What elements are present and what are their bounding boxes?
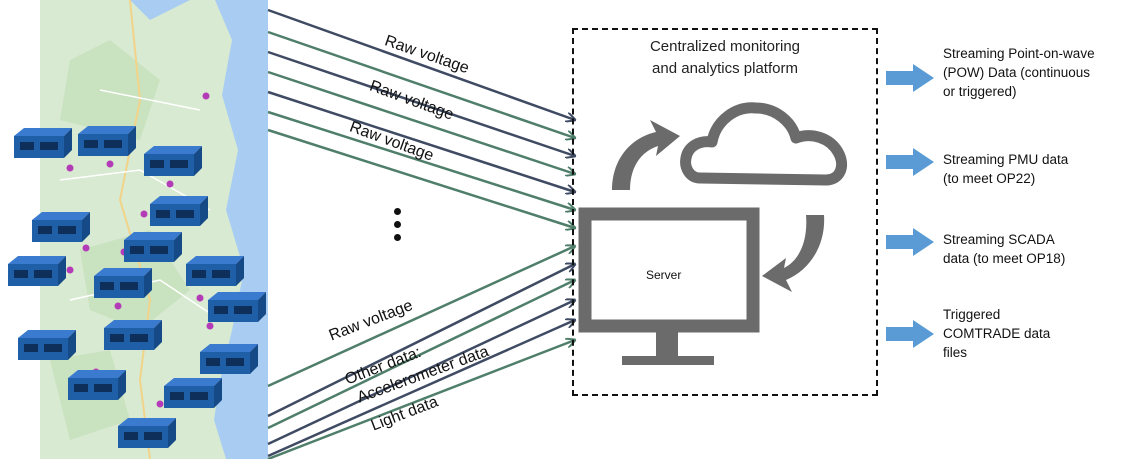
output-scada-line: Streaming SCADA bbox=[943, 232, 1055, 247]
sensor-device-icon bbox=[18, 330, 76, 360]
map-pin-icon bbox=[82, 244, 90, 252]
output-arrows bbox=[886, 64, 934, 348]
platform-boundary bbox=[572, 28, 878, 396]
map-pin-icon bbox=[66, 164, 74, 172]
output-pmu-line: (to meet OP22) bbox=[943, 171, 1036, 186]
sensor-device-icon bbox=[68, 370, 126, 400]
input-arrow bbox=[267, 246, 575, 388]
platform-title-line2: and analytics platform bbox=[652, 60, 798, 77]
output-arrow bbox=[886, 320, 934, 348]
output-comtrade-line: files bbox=[943, 345, 968, 360]
map-pin-icon bbox=[156, 400, 164, 408]
output-arrow bbox=[886, 228, 934, 256]
sensor-device-icon bbox=[104, 320, 162, 350]
input-arrow bbox=[267, 30, 575, 138]
map-pin-icon bbox=[202, 92, 210, 100]
input-arrow bbox=[267, 90, 575, 192]
map-pin-icon bbox=[66, 266, 74, 274]
map-pin-icon bbox=[196, 294, 204, 302]
output-comtrade-line: Triggered bbox=[943, 307, 1001, 322]
sensor-device-icon bbox=[14, 128, 72, 158]
output-scada-label: Streaming SCADA data (to meet OP18) bbox=[943, 230, 1065, 268]
input-arrow bbox=[267, 8, 575, 120]
input-arrow bbox=[267, 264, 575, 418]
input-arrow bbox=[267, 128, 575, 228]
output-pow-label: Streaming Point-on-wave (POW) Data (cont… bbox=[943, 44, 1095, 101]
sensor-device-icon bbox=[118, 418, 176, 448]
sensor-device-icon bbox=[94, 268, 152, 298]
input-arrow bbox=[267, 50, 575, 156]
sensor-device-icon bbox=[186, 256, 244, 286]
cycle-arrows-icon bbox=[612, 120, 825, 292]
map-pin-icon bbox=[106, 160, 114, 168]
sensor-device-icon bbox=[32, 212, 90, 242]
map-pin-icon bbox=[114, 302, 122, 310]
platform-title: Centralized monitoring and analytics pla… bbox=[600, 36, 850, 80]
map-pin-icon bbox=[140, 210, 148, 218]
sensor-device-icon bbox=[150, 196, 208, 226]
output-comtrade-line: COMTRADE data bbox=[943, 326, 1051, 341]
output-pmu-label: Streaming PMU data (to meet OP22) bbox=[943, 150, 1068, 188]
input-arrow bbox=[267, 340, 575, 459]
sensor-device-icon bbox=[164, 378, 222, 408]
ellipsis-dots bbox=[394, 208, 404, 247]
output-pow-line: or triggered) bbox=[943, 84, 1017, 99]
output-pow-line: Streaming Point-on-wave bbox=[943, 46, 1095, 61]
cloud-icon bbox=[680, 102, 847, 186]
output-pmu-line: Streaming PMU data bbox=[943, 152, 1069, 167]
sensor-devices bbox=[8, 126, 266, 448]
sensor-device-icon bbox=[124, 232, 182, 262]
sensor-device-icon bbox=[200, 344, 258, 374]
platform-title-line1: Centralized monitoring bbox=[649, 38, 801, 55]
monitor-icon bbox=[578, 207, 760, 365]
input-arrows bbox=[267, 8, 575, 459]
map-pin-icon bbox=[206, 322, 214, 330]
sensor-device-icon bbox=[8, 256, 66, 286]
output-arrow bbox=[886, 148, 934, 176]
output-scada-line: data (to meet OP18) bbox=[943, 251, 1066, 266]
input-arrow bbox=[267, 280, 575, 430]
sensor-device-icon bbox=[208, 292, 266, 322]
output-arrow bbox=[886, 64, 934, 92]
sensor-device-icon bbox=[78, 126, 136, 156]
map-pin-icon bbox=[166, 180, 174, 188]
output-comtrade-label: Triggered COMTRADE data files bbox=[943, 305, 1050, 362]
input-arrow bbox=[267, 110, 575, 210]
output-pow-line: (POW) Data (continuous bbox=[943, 65, 1091, 80]
input-arrow bbox=[267, 300, 575, 446]
input-arrow bbox=[267, 70, 575, 174]
input-arrow bbox=[267, 320, 575, 458]
server-label: Server bbox=[646, 268, 682, 282]
sensor-device-icon bbox=[144, 146, 202, 176]
